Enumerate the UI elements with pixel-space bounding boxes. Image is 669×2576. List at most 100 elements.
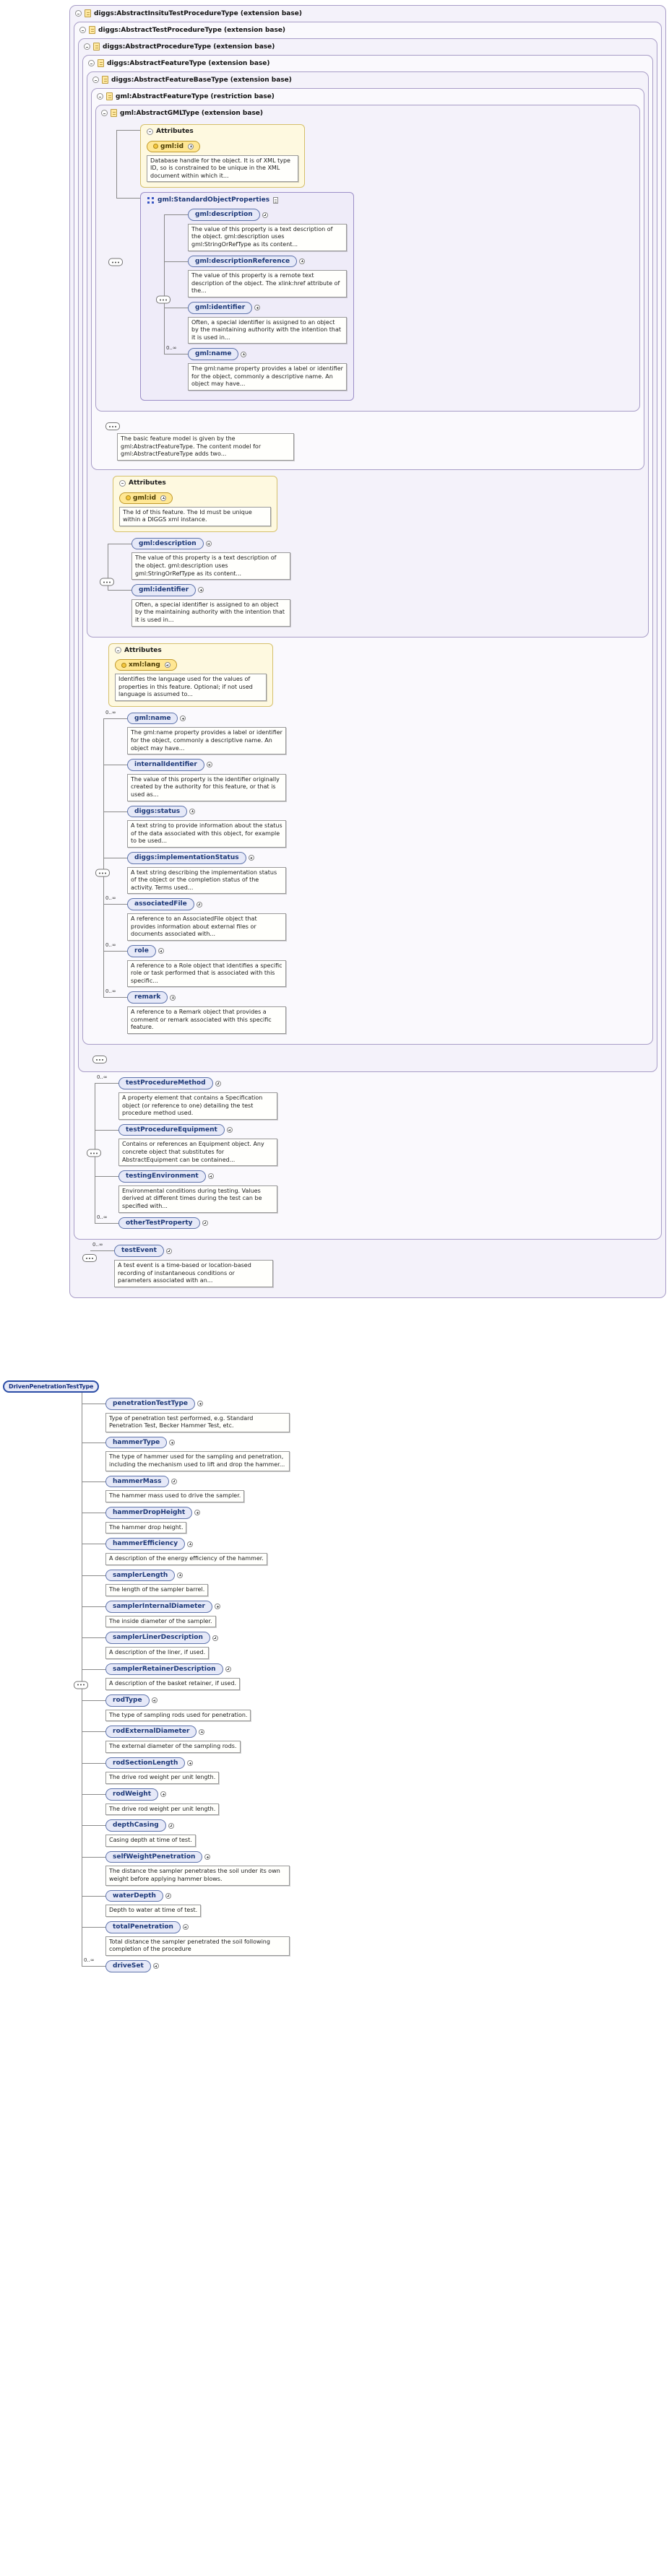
sequence-icon[interactable] <box>92 1056 107 1064</box>
element-pill[interactable]: gml:identifier <box>131 584 197 596</box>
element-pill[interactable]: internalIdentifier <box>127 759 204 771</box>
element-pill[interactable]: gml:description <box>131 537 204 550</box>
element-pill[interactable]: testEvent <box>114 1245 164 1258</box>
frame-title[interactable]: gml:AbstractGMLType (extension base) <box>120 109 264 117</box>
element-pill[interactable]: samplerLength <box>105 1569 176 1582</box>
root-element-pill[interactable]: DrivenPenetrationTestType <box>3 1380 100 1393</box>
sequence-icon[interactable] <box>87 1149 101 1157</box>
element-pill[interactable]: selfWeightPenetration <box>105 1850 203 1863</box>
expand-icon[interactable] <box>241 351 247 357</box>
sequence-icon[interactable] <box>74 1681 88 1689</box>
element-pill[interactable]: otherTestProperty <box>118 1217 200 1230</box>
expand-icon[interactable] <box>177 1572 184 1578</box>
sequence-icon[interactable] <box>108 258 123 266</box>
element-pill[interactable]: gml:name <box>188 348 239 361</box>
expand-icon[interactable] <box>212 1635 218 1641</box>
element-pill[interactable]: testProcedureMethod <box>118 1077 213 1089</box>
expand-icon[interactable] <box>160 495 167 501</box>
expand-icon[interactable] <box>152 1963 159 1970</box>
expand-icon[interactable] <box>198 587 204 593</box>
element-pill[interactable]: testingEnvironment <box>118 1170 206 1183</box>
expand-icon[interactable] <box>180 715 186 722</box>
expand-icon[interactable] <box>215 1080 221 1087</box>
expand-icon[interactable] <box>248 855 254 861</box>
collapse-toggle-icon[interactable] <box>119 479 126 487</box>
expand-icon[interactable] <box>182 1924 189 1931</box>
sequence-icon[interactable] <box>82 1254 97 1263</box>
element-pill[interactable]: hammerMass <box>105 1475 169 1488</box>
collapse-toggle-icon[interactable] <box>75 10 82 17</box>
collapse-toggle-icon[interactable] <box>88 60 95 66</box>
expand-icon[interactable] <box>299 258 306 264</box>
element-pill[interactable]: gml:descriptionReference <box>188 255 298 268</box>
element-pill[interactable]: testProcedureEquipment <box>118 1123 225 1136</box>
element-pill[interactable]: gml:description <box>188 209 260 221</box>
expand-icon[interactable] <box>205 541 212 547</box>
sequence-icon[interactable] <box>156 295 171 304</box>
collapse-toggle-icon[interactable] <box>92 77 99 83</box>
collapse-toggle-icon[interactable] <box>97 93 103 100</box>
expand-icon[interactable] <box>170 994 176 1001</box>
element-pill[interactable]: driveSet <box>105 1959 151 1972</box>
element-pill[interactable]: samplerLinerDescription <box>105 1632 210 1645</box>
expand-icon[interactable] <box>151 1697 157 1704</box>
frame-title[interactable]: diggs:AbstractProcedureType (extension b… <box>103 43 275 51</box>
expand-icon[interactable] <box>188 143 194 149</box>
frame-title[interactable]: gml:AbstractFeatureType (restriction bas… <box>116 92 275 100</box>
expand-icon[interactable] <box>165 1892 171 1899</box>
element-pill[interactable]: rodExternalDiameter <box>105 1726 197 1739</box>
expand-icon[interactable] <box>206 762 212 768</box>
frame-title[interactable]: diggs:AbstractInsituTestProcedureType (e… <box>94 9 302 17</box>
element-pill[interactable]: penetrationTestType <box>105 1397 196 1410</box>
sequence-icon[interactable] <box>95 869 110 877</box>
expand-icon[interactable] <box>254 305 261 311</box>
element-pill[interactable]: diggs:implementationStatus <box>127 851 246 864</box>
expand-icon[interactable] <box>164 662 171 668</box>
expand-icon[interactable] <box>165 1248 172 1254</box>
expand-icon[interactable] <box>196 901 202 908</box>
element-pill[interactable]: gml:identifier <box>188 302 253 314</box>
sequence-icon[interactable] <box>100 578 114 586</box>
expand-icon[interactable] <box>194 1510 201 1516</box>
expand-icon[interactable] <box>199 1728 205 1735</box>
element-pill[interactable]: rodType <box>105 1694 150 1707</box>
element-pill[interactable]: rodSectionLength <box>105 1757 186 1770</box>
expand-icon[interactable] <box>226 1127 233 1133</box>
element-pill[interactable]: rodWeight <box>105 1788 159 1801</box>
element-pill[interactable]: remark <box>127 991 168 1004</box>
expand-icon[interactable] <box>168 1822 174 1829</box>
element-pill[interactable]: samplerInternalDiameter <box>105 1600 212 1613</box>
element-pill[interactable]: hammerDropHeight <box>105 1506 193 1519</box>
frame-title[interactable]: diggs:AbstractFeatureBaseType (extension… <box>111 76 292 84</box>
sequence-icon[interactable] <box>105 422 120 431</box>
expand-icon[interactable] <box>157 948 164 954</box>
collapse-toggle-icon[interactable] <box>101 110 108 116</box>
expand-icon[interactable] <box>207 1173 214 1180</box>
expand-icon[interactable] <box>197 1401 204 1407</box>
expand-icon[interactable] <box>169 1440 176 1446</box>
attribute-pill[interactable]: gml:id <box>147 140 201 152</box>
expand-icon[interactable] <box>189 808 196 814</box>
frame-title[interactable]: diggs:AbstractTestProcedureType (extensi… <box>98 26 286 34</box>
element-pill[interactable]: diggs:status <box>127 805 188 818</box>
group-name[interactable]: gml:StandardObjectProperties <box>157 196 270 204</box>
element-pill[interactable]: waterDepth <box>105 1889 163 1902</box>
expand-icon[interactable] <box>187 1541 194 1547</box>
attribute-pill[interactable]: xml:lang <box>115 659 177 671</box>
element-pill[interactable]: associatedFile <box>127 898 194 911</box>
expand-icon[interactable] <box>160 1791 167 1798</box>
attribute-pill[interactable]: gml:id <box>119 492 173 504</box>
frame-title[interactable]: diggs:AbstractFeatureType (extension bas… <box>107 59 270 67</box>
collapse-toggle-icon[interactable] <box>79 27 86 33</box>
element-pill[interactable]: samplerRetainerDescription <box>105 1663 223 1676</box>
element-pill[interactable]: gml:name <box>127 712 178 725</box>
expand-icon[interactable] <box>215 1604 220 1610</box>
expand-icon[interactable] <box>202 1219 208 1226</box>
expand-icon[interactable] <box>262 212 268 218</box>
element-pill[interactable]: role <box>127 944 156 957</box>
element-pill[interactable]: hammerType <box>105 1436 168 1449</box>
collapse-toggle-icon[interactable] <box>147 128 153 135</box>
expand-icon[interactable] <box>225 1666 231 1672</box>
collapse-toggle-icon[interactable] <box>84 43 90 50</box>
expand-icon[interactable] <box>171 1478 177 1484</box>
